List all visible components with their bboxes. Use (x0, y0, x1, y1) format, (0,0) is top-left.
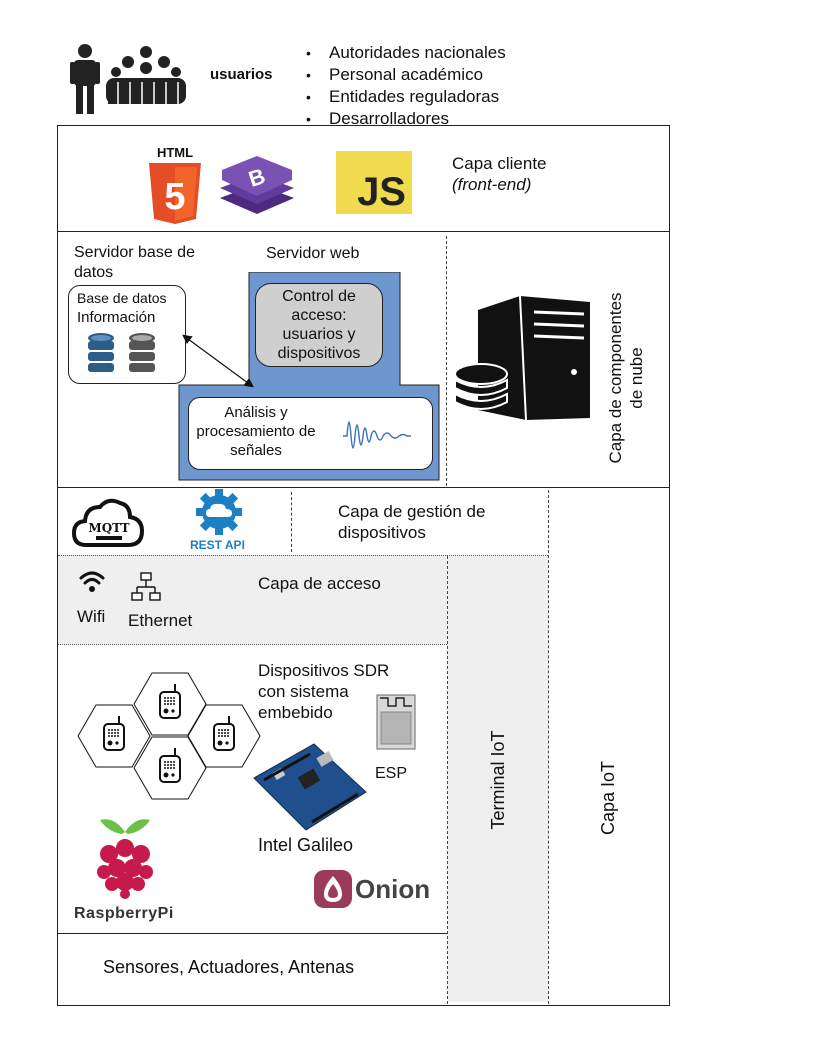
users-list-item: Desarrolladores (306, 108, 506, 130)
wifi-label: Wifi (77, 607, 106, 626)
cloud-layer-title: Capa de componentes de nube (606, 292, 646, 464)
cloud-layer-title-wrap: Capa de componentes de nube (566, 292, 686, 463)
device-mgmt-title: Capa de gestión de dispositivos (338, 502, 486, 542)
cloud-server-icon (454, 296, 590, 421)
sensors-actuators-label: Sensores, Actuadores, Antenas (103, 957, 355, 977)
iot-layer-label-wrap: Capa IoT (558, 761, 658, 835)
terminal-iot-column (448, 556, 548, 1002)
sdr-device-hexagons-icon (77, 672, 261, 800)
intel-galileo-label: Intel Galileo (258, 835, 354, 855)
iot-layer-border (548, 490, 549, 1004)
raspberry-pi-label: RaspberryPi (74, 905, 174, 922)
users-icon (70, 44, 186, 114)
wifi-icon (79, 571, 105, 592)
intel-galileo-board-icon (253, 743, 367, 831)
db-server-label: Servidor base de datos (74, 244, 195, 281)
ethernet-icon (131, 572, 161, 601)
access-control-box: Control de acceso: usuarios y dispositiv… (255, 283, 383, 367)
mqtt-cloud-icon: MQTT (72, 498, 144, 547)
users-list-item: Autoridades nacionales (306, 42, 506, 64)
esp-module-icon (376, 694, 416, 750)
terminal-iot-label: Terminal IoT (488, 730, 508, 830)
javascript-logo-text: JS (357, 170, 406, 214)
cloud-divider (446, 236, 447, 486)
raspberry-pi-logo-icon (97, 819, 153, 899)
client-layer-subtitle: (front-end) (452, 175, 532, 194)
access-control-text: Control de acceso: usuarios y dispositiv… (277, 288, 361, 362)
separator-cloud-mgmt (57, 487, 670, 488)
rest-api-label: REST API (190, 538, 245, 552)
users-list-item: Entidades reguladoras (306, 86, 506, 108)
separator-access-devices (58, 644, 447, 645)
separator-devices-sensors (57, 933, 447, 934)
mgmt-divider (291, 492, 292, 552)
separator-client-cloud (57, 231, 670, 232)
onion-logo-icon (314, 870, 352, 908)
database-cylinder-icon (129, 333, 155, 372)
users-label: usuarios (210, 66, 273, 83)
access-layer-band (58, 555, 447, 644)
client-layer-title: Capa cliente (452, 154, 547, 173)
db-connection-arrow (182, 334, 254, 388)
html5-logo-icon: HTML 5 (149, 145, 201, 224)
sdr-devices-title: Dispositivos SDR con sistema embebido (258, 661, 390, 722)
esp-label: ESP (375, 765, 408, 782)
database-box-title: Base de datos (77, 290, 167, 306)
access-layer-title: Capa de acceso (258, 574, 381, 593)
signal-analysis-text: Análisis y procesamiento de señales (196, 404, 316, 459)
rest-api-gear-icon (196, 489, 242, 535)
terminal-column-left-border (447, 556, 448, 1004)
bootstrap-logo-letter: B (245, 163, 268, 192)
iot-layer-label: Capa IoT (598, 760, 618, 836)
database-box: Base de datos Información (68, 285, 186, 384)
signal-analysis-box: Análisis y procesamiento de señales (188, 397, 433, 470)
separator-mgmt-access (58, 555, 548, 556)
web-server-label: Servidor web (266, 245, 360, 262)
terminal-iot-label-wrap: Terminal IoT (448, 730, 548, 829)
signal-wave-icon (343, 421, 411, 449)
mqtt-label: MQTT (88, 521, 129, 535)
javascript-logo-icon: JS (336, 151, 412, 214)
architecture-frame (57, 125, 670, 1006)
bootstrap-logo-icon: B (220, 156, 294, 214)
html5-logo-text: HTML (157, 145, 193, 160)
html5-logo-number: 5 (164, 176, 185, 218)
ethernet-label: Ethernet (128, 611, 193, 630)
users-list-item: Personal académico (306, 64, 506, 86)
database-box-info: Información (77, 309, 156, 326)
users-list: Autoridades nacionales Personal académic… (306, 42, 506, 130)
database-cylinder-icon (88, 333, 114, 372)
onion-label: Onion (355, 874, 431, 904)
